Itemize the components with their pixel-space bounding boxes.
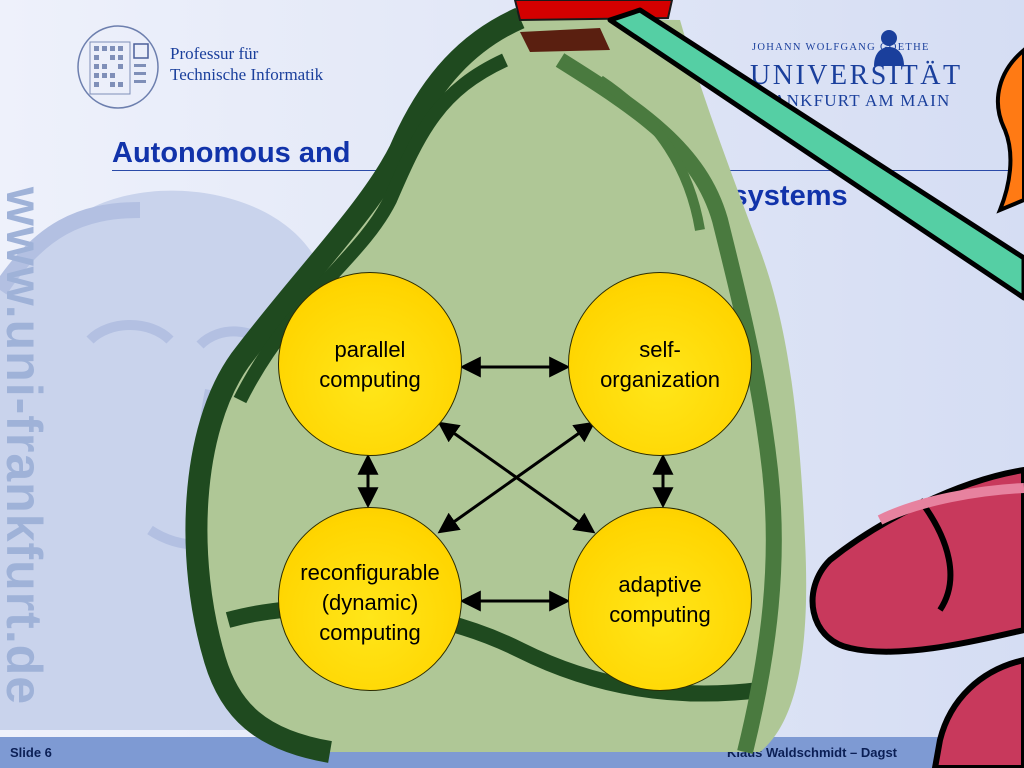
chair-name-line1: Professur für [170, 44, 259, 63]
university-founder-name: JOHANN WOLFGANG GOETHE [752, 42, 930, 53]
node-parallel-label: parallel computing [319, 337, 421, 392]
sausage-icon [809, 466, 1024, 768]
chair-logo-icon [77, 25, 159, 109]
node-adaptive-label: adaptive computing [609, 572, 711, 627]
university-city: FRANKFURT AM MAIN [750, 91, 951, 110]
goethe-bust-icon [874, 30, 904, 66]
chair-name: Professur für Technische Informatik [170, 43, 323, 85]
slide-number: Slide 6 [10, 745, 52, 760]
footer-author: Klaus Waldschmidt – Dagst [727, 745, 897, 760]
stick-icon [607, 7, 1024, 301]
edge-self-reconf [437, 421, 596, 534]
university-name: UNIVERSITÄT [750, 60, 963, 91]
node-reconf-label: reconfigurable (dynamic) computing [300, 560, 440, 645]
orange-shape-icon [995, 47, 1024, 214]
node-adaptive-computing: adaptive computing [568, 507, 752, 691]
slide-title-line1: Autonomous and [112, 137, 351, 169]
node-self-label: self- organization [600, 337, 720, 392]
node-parallel-computing: parallel computing [278, 272, 462, 456]
node-reconfigurable-computing: reconfigurable (dynamic) computing [278, 507, 462, 691]
node-self-organization: self- organization [568, 272, 752, 456]
chair-name-line2: Technische Informatik [170, 65, 324, 84]
